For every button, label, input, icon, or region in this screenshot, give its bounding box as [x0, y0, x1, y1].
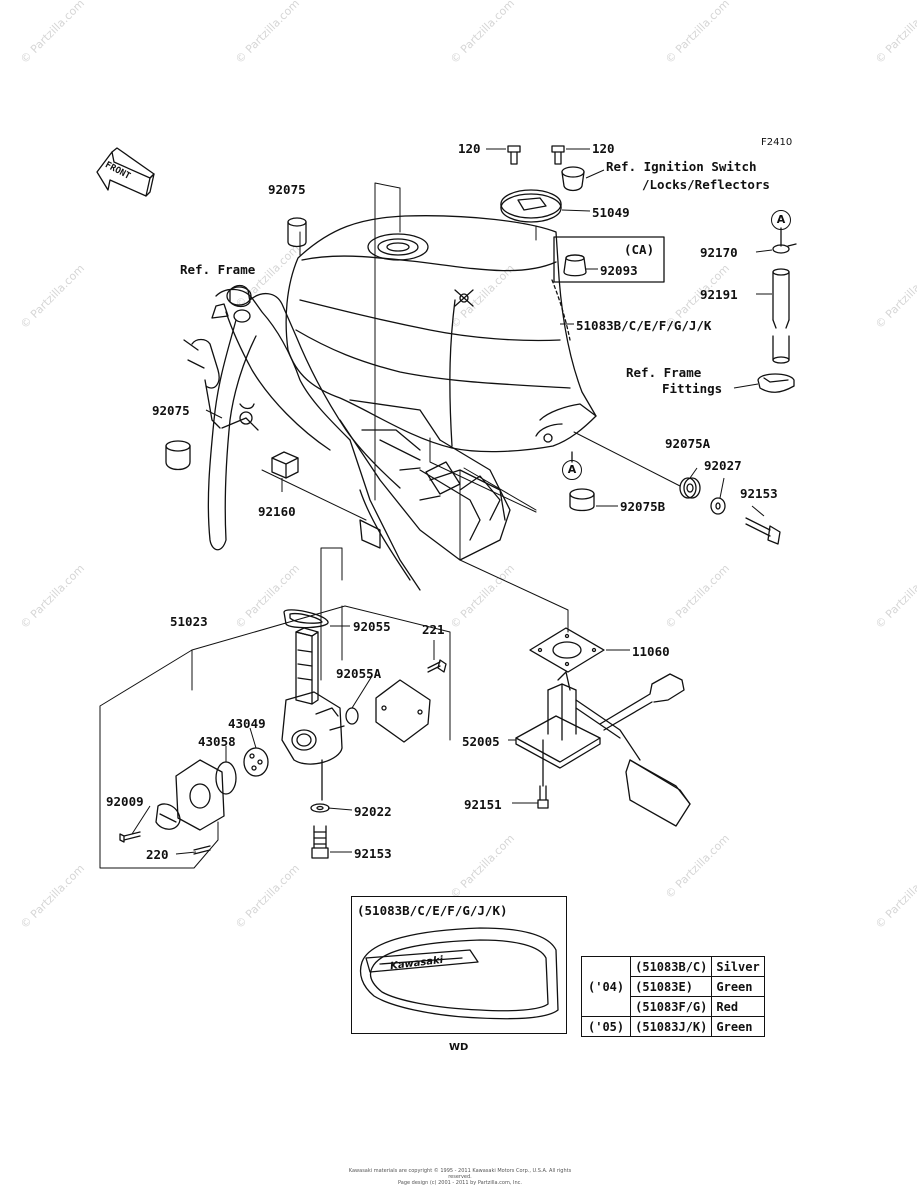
callout-a-bottom: A	[562, 460, 582, 480]
label-92170: 92170	[700, 245, 738, 260]
label-43049: 43049	[228, 716, 266, 731]
clip-92170	[772, 243, 797, 254]
screw-92151	[537, 739, 549, 809]
copyright-note: Kawasaki materials are copyright © 1995 …	[340, 1168, 580, 1186]
label-ref-frame-fittings-2: Fittings	[662, 381, 723, 396]
gasket-11060	[529, 627, 605, 673]
copyright-line-2: Page design (c) 2001 - 2011 by Partzilla…	[397, 1180, 522, 1186]
fuel-cap-51049	[500, 189, 562, 223]
washer-92022	[310, 803, 330, 813]
rubber-92075B	[569, 488, 595, 512]
oring-92055	[283, 609, 329, 629]
label-51023: 51023	[170, 614, 208, 629]
grommet-92093	[563, 254, 587, 277]
table-row: (51083E) Green	[582, 976, 765, 997]
table-cell-color: Silver	[711, 956, 765, 977]
damper-92075A	[679, 477, 701, 499]
label-220: 220	[146, 847, 169, 862]
table-cell-color: Green	[711, 976, 765, 997]
figure-id: F2410	[761, 137, 793, 148]
label-92160: 92160	[258, 504, 296, 519]
table-row: ('04) (51083B/C) Silver	[580, 956, 765, 1017]
bolt-92153-right	[745, 517, 781, 545]
screw-220	[193, 845, 211, 855]
frame	[183, 284, 511, 591]
label-ref-frame: Ref. Frame	[180, 262, 256, 277]
table-cell-year: ('05)	[580, 1016, 632, 1037]
leader-lines	[99, 182, 681, 869]
lever-knob	[155, 803, 181, 830]
table-row: ('05) (51083J/K) Green	[580, 1016, 765, 1037]
label-221: 221	[422, 622, 445, 637]
callout-a-top: A	[771, 210, 791, 230]
table-cell-color: Green	[711, 1016, 765, 1037]
label-ca: (CA)	[624, 242, 655, 257]
gasket-43058	[215, 761, 237, 795]
label-92055: 92055	[353, 619, 391, 634]
label-92153-right: 92153	[740, 486, 778, 501]
copyright-line-1: Kawasaki materials are copyright © 1995 …	[348, 1168, 572, 1180]
oring-92055A	[345, 707, 359, 725]
label-43058: 43058	[198, 734, 236, 749]
table-cell-part: (51083J/K)	[630, 1016, 713, 1037]
inset-box	[351, 896, 567, 1034]
label-120-right: 120	[592, 141, 615, 156]
label-92027: 92027	[704, 458, 742, 473]
label-92151: 92151	[464, 797, 502, 812]
label-51083: 51083B/C/E/F/G/J/K	[576, 318, 712, 333]
washer-92027	[710, 497, 726, 515]
label-92191: 92191	[700, 287, 738, 302]
table-cell-part: (51083E)	[630, 976, 713, 997]
diaphragm-43049	[243, 747, 269, 777]
damper-92075-left	[165, 440, 191, 471]
table-cell-year: ('04)	[580, 956, 632, 1017]
label-ref-ignition-2: /Locks/Reflectors	[642, 177, 770, 192]
label-92075A: 92075A	[665, 436, 711, 451]
screw-92009	[119, 831, 141, 843]
bolt-120-left	[507, 145, 521, 165]
bolt-120-right	[551, 145, 565, 165]
hose-92191	[772, 268, 790, 364]
label-92075B: 92075B	[620, 499, 666, 514]
lever-housing	[175, 759, 225, 831]
label-ref-ignition-1: Ref. Ignition Switch	[606, 159, 757, 174]
fuel-cock-51023	[281, 627, 345, 801]
label-92055A: 92055A	[336, 666, 382, 681]
frame-fitting-clip	[757, 373, 795, 393]
bolt-92153-bottom	[311, 825, 329, 859]
label-ref-frame-fittings-1: Ref. Frame	[626, 365, 702, 380]
label-51049: 51049	[592, 205, 630, 220]
label-120-left: 120	[458, 141, 481, 156]
label-92075-top: 92075	[268, 182, 306, 197]
ignition-cylinder	[561, 166, 585, 192]
table-cell-part: (51083F/G)	[630, 996, 713, 1017]
label-92075-left: 92075	[152, 403, 190, 418]
screw-221	[427, 659, 447, 673]
table-row: (51083F/G) Red	[582, 996, 765, 1017]
inset-caption: WD	[449, 1042, 469, 1053]
front-arrow-icon	[96, 147, 155, 197]
label-92009: 92009	[106, 794, 144, 809]
inset-title: (51083B/C/E/F/G/J/K)	[357, 903, 508, 918]
inset-tank-side	[359, 927, 559, 1020]
label-92022: 92022	[354, 804, 392, 819]
fuel-tank	[285, 215, 597, 453]
ca-box	[553, 236, 665, 283]
fuel-sensor-52005	[515, 671, 691, 827]
label-92153-bottom: 92153	[354, 846, 392, 861]
label-11060: 11060	[632, 644, 670, 659]
table-cell-color: Red	[711, 996, 765, 1017]
label-92093: 92093	[600, 263, 638, 278]
cover-plate	[375, 679, 431, 743]
rubber-92075-top	[287, 217, 307, 248]
label-52005: 52005	[462, 734, 500, 749]
table-cell-part: (51083B/C)	[630, 956, 713, 977]
block-92160	[271, 451, 299, 479]
color-table: ('04) (51083B/C) Silver (51083E) Green (…	[580, 956, 765, 1037]
